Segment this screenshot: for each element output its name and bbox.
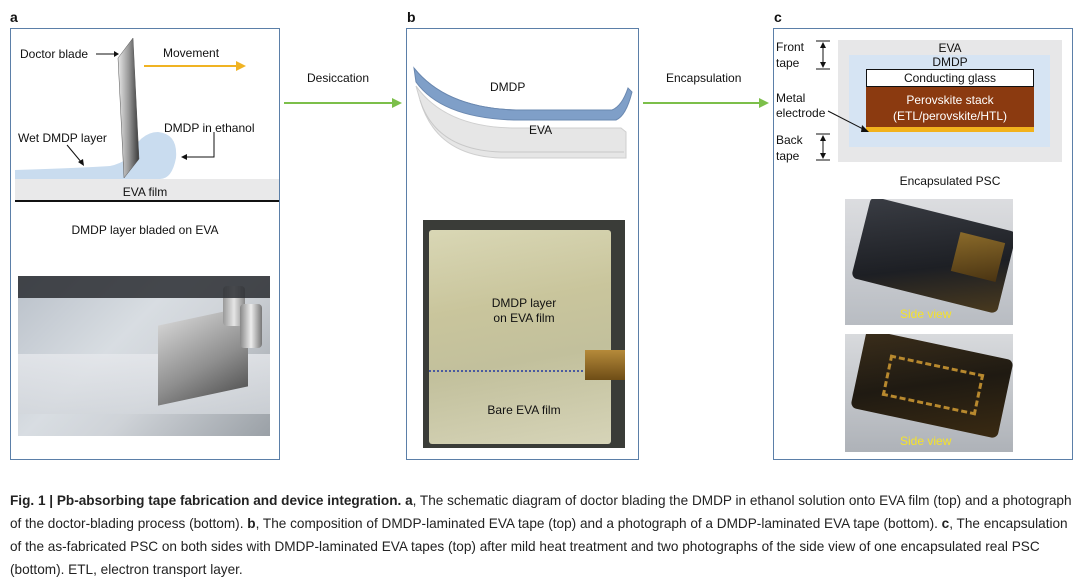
label-metal: Metal [776,91,806,105]
metal-electrode [866,127,1034,132]
perovskite-stack [866,87,1034,127]
label-electrode: electrode [776,106,826,120]
figure-caption: Fig. 1 | Pb-absorbing tape fabrication a… [10,489,1076,581]
label-conducting-glass: Conducting glass [903,71,997,85]
panel-letter-b: b [407,9,416,25]
photo-1-side-view-label: Side view [900,307,952,321]
figure-caption-a: a [405,493,413,508]
label-front: Front [776,40,805,54]
figure-caption-b: b [247,516,256,531]
photo-label-bare-eva: Bare EVA film [487,403,561,417]
panel-letter-a: a [10,9,18,25]
arrow-encapsulation [643,98,769,108]
panel-a-caption: DMDP layer bladed on EVA [71,223,219,237]
panel-letter-c: c [774,9,782,25]
doctor-blading-photo [18,276,270,436]
figure-caption-text-c: , The encapsulation of the as-fabricated… [10,516,1068,577]
label-doctor-blade: Doctor blade [20,47,89,61]
label-eva-film: EVA film [122,185,168,199]
dmdp-eva-tape-photo [423,220,625,448]
encapsulated-psc-photo-1 [845,199,1013,325]
label-back: Back [776,133,803,147]
figure-caption-title: Fig. 1 | Pb-absorbing tape fabrication a… [10,493,402,508]
figure-caption-text-b: , The composition of DMDP-laminated EVA … [255,516,942,531]
figure-caption-text-a: , The schematic diagram of doctor bladin… [10,493,1072,531]
label-movement: Movement [163,46,220,60]
label-eva-c: EVA [938,41,962,55]
label-front-tape: tape [776,56,800,70]
doctor-blade [117,37,140,179]
photo-label-on-eva: on EVA film [493,311,555,325]
encapsulated-psc-photo-2 [845,334,1013,452]
thickness-indicators [816,40,869,161]
eva-layer [415,85,627,159]
eva-film-bar [15,179,279,201]
label-desiccation: Desiccation [307,71,370,85]
wet-dmdp-layer [15,132,177,179]
label-wet-dmdp-layer: Wet DMDP layer [18,131,107,145]
dmdp-eva-tape-schematic [413,66,633,159]
conducting-glass [866,69,1034,87]
figure-caption-c: c [941,516,950,531]
label-dmdp: DMDP [490,80,526,94]
photo-label-dmdp-layer: DMDP layer [491,296,557,310]
label-perovskite-stack: Perovskite stack [906,93,994,107]
doctor-blade-schematic [15,37,279,202]
label-dmdp-c: DMDP [932,55,968,69]
label-dmdp-in-ethanol: DMDP in ethanol [164,121,255,135]
panel-c-caption: Encapsulated PSC [899,174,1001,188]
photo-2-side-view-label: Side view [900,434,952,448]
label-encapsulation: Encapsulation [666,71,742,85]
label-perovskite-layers: (ETL/perovskite/HTL) [892,109,1008,123]
label-eva: EVA [529,123,553,137]
label-back-tape: tape [776,149,800,163]
arrow-desiccation [284,98,402,108]
